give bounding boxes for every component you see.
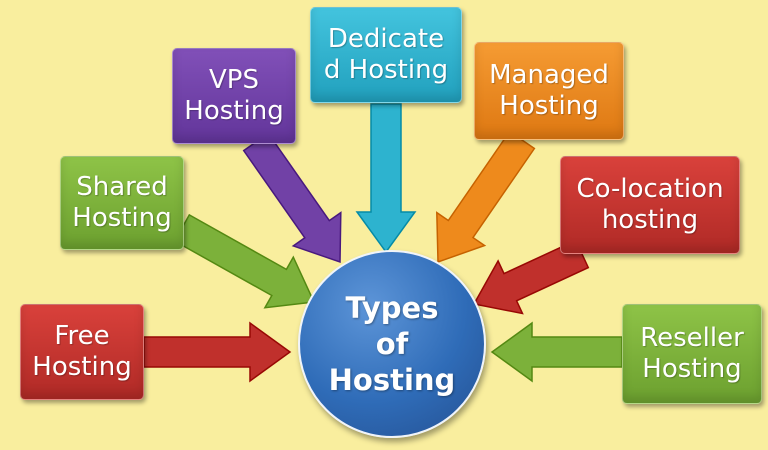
arrow-managed: [436, 130, 536, 264]
node-reseller-hosting: Reseller Hosting: [622, 304, 762, 404]
node-shared-hosting: Shared Hosting: [60, 156, 184, 250]
node-colocation-hosting-label: Co-location hosting: [576, 173, 724, 235]
arrow-shared: [173, 213, 316, 309]
node-vps-hosting-label: VPS Hosting: [184, 64, 284, 126]
node-vps-hosting: VPS Hosting: [172, 48, 296, 144]
node-shared-hosting-label: Shared Hosting: [72, 171, 172, 233]
arrow-reseller: [490, 321, 623, 383]
node-dedicated-hosting-label: Dedicate d Hosting: [323, 23, 449, 85]
center-node: Types of Hosting: [298, 250, 486, 438]
arrow-dedicated: [355, 103, 417, 254]
node-colocation-hosting: Co-location hosting: [560, 156, 740, 254]
center-node-label: Types of Hosting: [328, 290, 456, 398]
arrow-free: [143, 321, 292, 383]
node-managed-hosting-label: Managed Hosting: [489, 59, 609, 121]
arrow-colocation: [472, 239, 590, 315]
node-reseller-hosting-label: Reseller Hosting: [640, 322, 744, 384]
node-managed-hosting: Managed Hosting: [474, 42, 624, 140]
arrow-vps: [242, 132, 342, 264]
node-free-hosting: Free Hosting: [20, 304, 144, 400]
node-dedicated-hosting: Dedicate d Hosting: [310, 7, 462, 103]
node-free-hosting-label: Free Hosting: [32, 320, 132, 382]
